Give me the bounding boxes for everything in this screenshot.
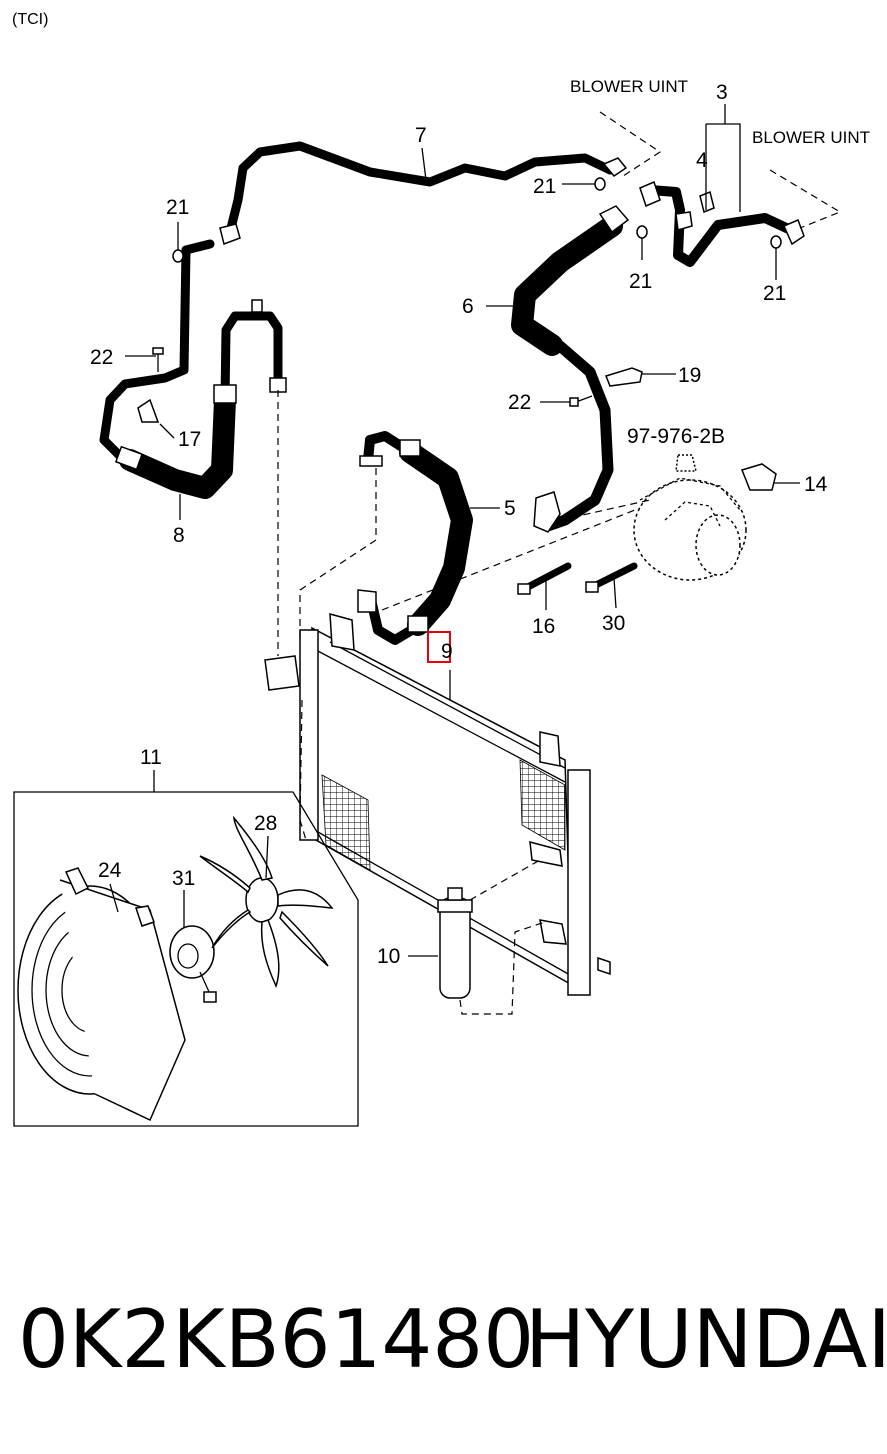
- pipe-8: [99, 239, 287, 499]
- pipe-3: [639, 180, 805, 267]
- callout-21-top: 21: [533, 175, 556, 198]
- bracket-14: [740, 463, 777, 491]
- callout-3: 3: [716, 81, 728, 104]
- blower-unit-label-right: BLOWER UINT: [752, 128, 870, 147]
- callout-5: 5: [504, 497, 516, 520]
- callout-leaders: [109, 104, 800, 957]
- callout-24: 24: [98, 859, 122, 882]
- condenser-9: [264, 613, 611, 996]
- bolt-16: [517, 562, 572, 595]
- hose-5: [357, 431, 473, 645]
- callout-17: 17: [178, 428, 201, 451]
- compressor: [633, 454, 747, 581]
- leader-lines: [277, 111, 842, 1015]
- callout-6: 6: [462, 295, 474, 318]
- callout-22-left: 22: [90, 346, 113, 369]
- callout-14: 14: [804, 473, 828, 496]
- callout-21-mid: 21: [629, 270, 652, 293]
- callout-19: 19: [678, 364, 701, 387]
- callout-7: 7: [415, 124, 427, 147]
- pipe-7: [219, 141, 628, 245]
- callout-4: 4: [696, 149, 708, 172]
- blower-unit-label-left: BLOWER UINT: [570, 77, 688, 96]
- brand-name: HYUNDAI: [525, 1293, 887, 1386]
- part-number: 0K2KB61480: [18, 1293, 535, 1386]
- reference-code: 97-976-2B: [627, 425, 725, 448]
- hose-6: [511, 205, 630, 533]
- callout-21-left: 21: [166, 196, 189, 219]
- callout-22-right: 22: [508, 391, 531, 414]
- callout-21-right: 21: [763, 282, 786, 305]
- callout-9: 9: [441, 640, 453, 663]
- callout-11: 11: [140, 746, 162, 769]
- receiver-drier-10: [437, 887, 473, 999]
- callout-16: 16: [532, 615, 555, 638]
- callout-31: 31: [172, 867, 195, 890]
- fasteners: [152, 177, 782, 407]
- callout-10: 10: [377, 945, 400, 968]
- bracket-19: [605, 367, 643, 387]
- callout-28: 28: [254, 812, 277, 835]
- fan-assembly-11: [13, 770, 359, 1127]
- bolt-30: [585, 562, 638, 593]
- callout-8: 8: [173, 524, 185, 547]
- callout-labels: BLOWER UINT BLOWER UINT 3 4 7 21 21 21 2…: [90, 77, 870, 968]
- highlight-box: [427, 631, 451, 663]
- callout-30: 30: [602, 612, 625, 635]
- variant-label: (TCI): [12, 11, 48, 28]
